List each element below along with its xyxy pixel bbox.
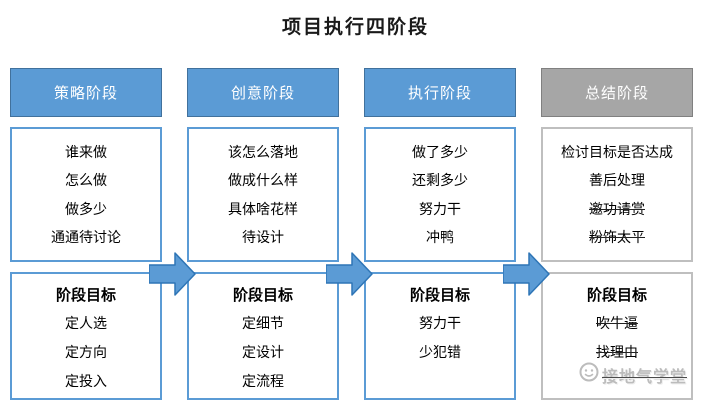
goals-title: 阶段目标 <box>232 287 293 304</box>
stage-goals-box: 阶段目标 定人选 定方向 定投入 <box>10 272 162 400</box>
task-item: 怎么做 <box>65 172 107 189</box>
task-item: 该怎么落地 <box>228 143 298 160</box>
task-item: 待设计 <box>242 229 284 246</box>
task-item: 还剩多少 <box>412 172 468 189</box>
task-item: 检讨目标是否达成 <box>561 143 673 160</box>
goal-item: 努力干 <box>419 315 461 331</box>
stage-grid: 策略阶段 谁来做 怎么做 做多少 通通待讨论 阶段目标 定人选 定方向 定投入 … <box>10 68 701 400</box>
task-item: 做了多少 <box>412 143 468 160</box>
goal-item: 定方向 <box>65 344 107 360</box>
goal-item-struck: 吹牛逼 <box>596 315 638 331</box>
stage-column-creative: 创意阶段 该怎么落地 做成什么样 具体啥花样 待设计 阶段目标 定细节 定设计 … <box>187 68 339 400</box>
stage-header: 总结阶段 <box>541 68 693 117</box>
stage-goals-box: 阶段目标 定细节 定设计 定流程 <box>187 272 339 400</box>
task-item: 做多少 <box>65 200 107 217</box>
stage-column-strategy: 策略阶段 谁来做 怎么做 做多少 通通待讨论 阶段目标 定人选 定方向 定投入 <box>10 68 162 400</box>
stage-tasks-box: 该怎么落地 做成什么样 具体啥花样 待设计 <box>187 127 339 262</box>
goals-title: 阶段目标 <box>55 287 116 304</box>
task-item: 努力干 <box>419 200 461 217</box>
task-item: 冲鸭 <box>426 229 454 246</box>
task-item-struck: 邀功请赏 <box>589 200 645 217</box>
flow-arrow-1 <box>149 252 196 296</box>
goal-item-struck: 找理由 <box>596 344 638 360</box>
task-item-struck: 粉饰太平 <box>589 229 645 246</box>
goals-title: 阶段目标 <box>409 287 470 304</box>
stage-column-execution: 执行阶段 做了多少 还剩多少 努力干 冲鸭 阶段目标 努力干 少犯错 <box>364 68 516 400</box>
goal-item: 定人选 <box>65 315 107 331</box>
stage-column-summary: 总结阶段 检讨目标是否达成 善后处理 邀功请赏 粉饰太平 阶段目标 吹牛逼 找理… <box>541 68 693 400</box>
goals-title: 阶段目标 <box>586 287 647 304</box>
watermark-smiley-icon <box>578 361 600 388</box>
stage-header: 创意阶段 <box>187 68 339 117</box>
stage-tasks-box: 做了多少 还剩多少 努力干 冲鸭 <box>364 127 516 262</box>
stage-tasks-box: 检讨目标是否达成 善后处理 邀功请赏 粉饰太平 <box>541 127 693 262</box>
goal-item: 定流程 <box>242 373 284 389</box>
task-item: 具体啥花样 <box>228 200 298 217</box>
flow-arrow-3 <box>503 252 550 296</box>
task-item: 通通待讨论 <box>51 229 121 246</box>
watermark-text: 接地气学堂 <box>601 368 687 386</box>
flow-arrow-2 <box>326 252 373 296</box>
stage-header: 策略阶段 <box>10 68 162 117</box>
stage-goals-box: 阶段目标 努力干 少犯错 <box>364 272 516 400</box>
stage-goals-box: 阶段目标 吹牛逼 找理由 接地气学堂 <box>541 272 693 400</box>
task-item: 做成什么样 <box>228 172 298 189</box>
stage-header: 执行阶段 <box>364 68 516 117</box>
goal-item: 定细节 <box>242 315 284 331</box>
goal-item: 定设计 <box>242 344 284 360</box>
diagram-title: 项目执行四阶段 <box>281 17 429 38</box>
task-item: 谁来做 <box>65 143 107 160</box>
goal-item: 定投入 <box>65 373 107 389</box>
watermark: 接地气学堂 <box>578 361 687 388</box>
stage-tasks-box: 谁来做 怎么做 做多少 通通待讨论 <box>10 127 162 262</box>
task-item: 善后处理 <box>589 172 645 189</box>
goal-item: 少犯错 <box>419 344 461 360</box>
